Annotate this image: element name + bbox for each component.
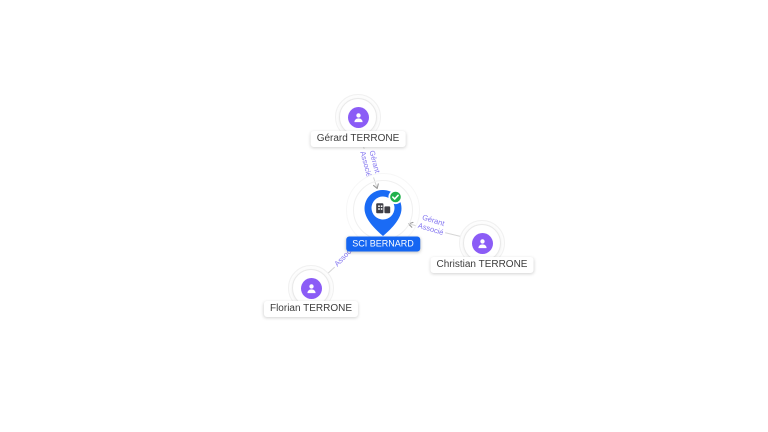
name-label-florian[interactable]: Florian TERRONE	[263, 301, 359, 317]
name-label-christian[interactable]: Christian TERRONE	[430, 257, 534, 273]
person-icon	[471, 232, 493, 254]
building-icon	[376, 203, 391, 214]
company-pin-icon	[364, 189, 403, 236]
node-circle	[341, 100, 375, 134]
node-circle	[294, 271, 328, 305]
person-icon	[347, 106, 369, 128]
person-icon	[300, 277, 322, 299]
name-label-gerard[interactable]: Gérard TERRONE	[310, 131, 406, 147]
verified-check-icon	[388, 189, 403, 205]
company-label[interactable]: SCI BERNARD	[346, 236, 420, 252]
person-node-gerard[interactable]	[335, 94, 381, 140]
company-node-sci-bernard[interactable]	[363, 189, 403, 237]
node-circle	[465, 226, 499, 260]
